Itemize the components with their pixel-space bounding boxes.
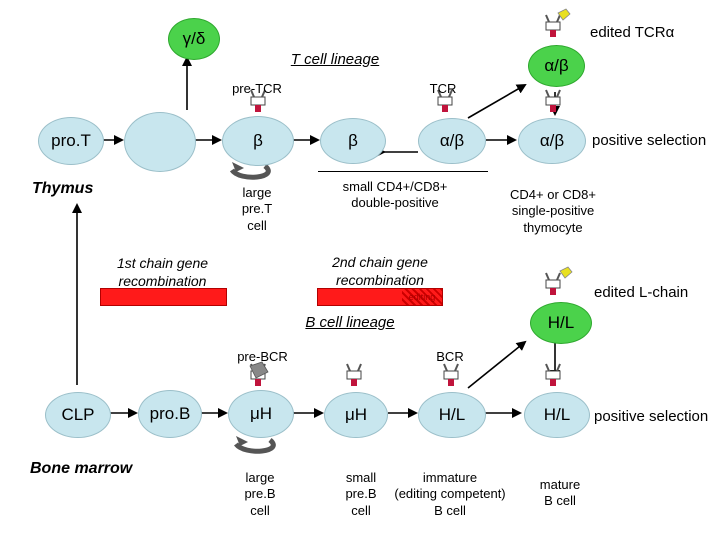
large-preb-label: large pre.B cell xyxy=(244,470,276,518)
mature-b-label: mature B cell xyxy=(539,477,581,509)
thymus-label: Thymus xyxy=(32,180,94,197)
beta-cell-small: β xyxy=(320,118,386,164)
muh-label-1: μH xyxy=(249,404,273,423)
gamma-delta-label: γ/δ xyxy=(182,29,206,48)
muh-small-cell: μH xyxy=(324,392,388,438)
editing-section: editing xyxy=(402,289,442,305)
ab-dp-label: α/β xyxy=(439,131,465,150)
ab-sp-label: α/β xyxy=(539,131,565,150)
hl-top-label: H/L xyxy=(547,313,575,332)
pro-t-label: pro.T xyxy=(51,131,91,150)
pro-b-label: pro.B xyxy=(149,404,191,423)
first-chain-bar xyxy=(100,288,227,306)
arrow-hl-to-edited xyxy=(467,340,527,389)
bone-marrow-label: Bone marrow xyxy=(30,460,133,477)
small-preb-label: small pre.B cell xyxy=(345,470,377,518)
dp-separator xyxy=(318,171,488,172)
t-cell-lineage-title: T cell lineage xyxy=(290,51,380,68)
ab-dp-cell: α/β xyxy=(418,118,486,164)
hl-top-cell: H/L xyxy=(530,302,592,344)
muh-large-cell: μH xyxy=(228,390,294,438)
pre-bcr-label: pre-BCR xyxy=(237,349,288,364)
b-cell-lineage-title: B cell lineage xyxy=(305,314,395,331)
tcr-label: TCR xyxy=(429,81,457,96)
positive-selection-t: positive selection xyxy=(592,132,707,149)
bcr-label: BCR xyxy=(436,349,464,364)
ab-top-cell: α/β xyxy=(528,45,585,87)
large-preb-cycle-arrow xyxy=(234,438,276,454)
positive-selection-b: positive selection xyxy=(594,408,709,425)
first-chain-label: 1st chain gene recombination xyxy=(116,255,209,289)
muh-label-2: μH xyxy=(344,405,368,424)
pre-tcr-label: pre-TCR xyxy=(232,81,282,96)
hl-mature-label: H/L xyxy=(543,405,571,424)
pro-t-cell: pro.T xyxy=(38,117,104,165)
large-pret-label: large pre.T cell xyxy=(241,185,273,233)
second-chain-bar: editing xyxy=(317,288,443,306)
clp-cell: CLP xyxy=(45,392,111,438)
hl-mature-cell: H/L xyxy=(524,392,590,438)
second-chain-label: 2nd chain gene recombination xyxy=(332,254,428,288)
hl-immature-label: H/L xyxy=(438,405,466,424)
ab-sp-cell: α/β xyxy=(518,118,586,164)
pro-b-cell: pro.B xyxy=(138,390,202,438)
beta-cell-large: β xyxy=(222,116,294,166)
edited-tcra-label: edited TCRα xyxy=(590,24,675,41)
arrow-dp-to-ab-top xyxy=(467,83,527,119)
ab-top-label: α/β xyxy=(544,56,569,75)
clp-label: CLP xyxy=(61,405,95,424)
edited-l-chain-label: edited L-chain xyxy=(594,284,689,301)
gamma-delta-cell: γ/δ xyxy=(168,18,220,60)
hl-immature-cell: H/L xyxy=(418,392,486,438)
large-pret-cycle-arrow xyxy=(229,164,271,180)
beta-label-1: β xyxy=(253,131,263,150)
double-positive-label: small CD4+/CD8+ double-positive xyxy=(342,179,448,211)
single-positive-label: CD4+ or CD8+ single-positive thymocyte xyxy=(510,187,596,235)
beta-label-2: β xyxy=(348,131,358,150)
thymus-cell xyxy=(124,112,196,172)
immature-b-label: immature (editing competent) B cell xyxy=(394,470,506,518)
